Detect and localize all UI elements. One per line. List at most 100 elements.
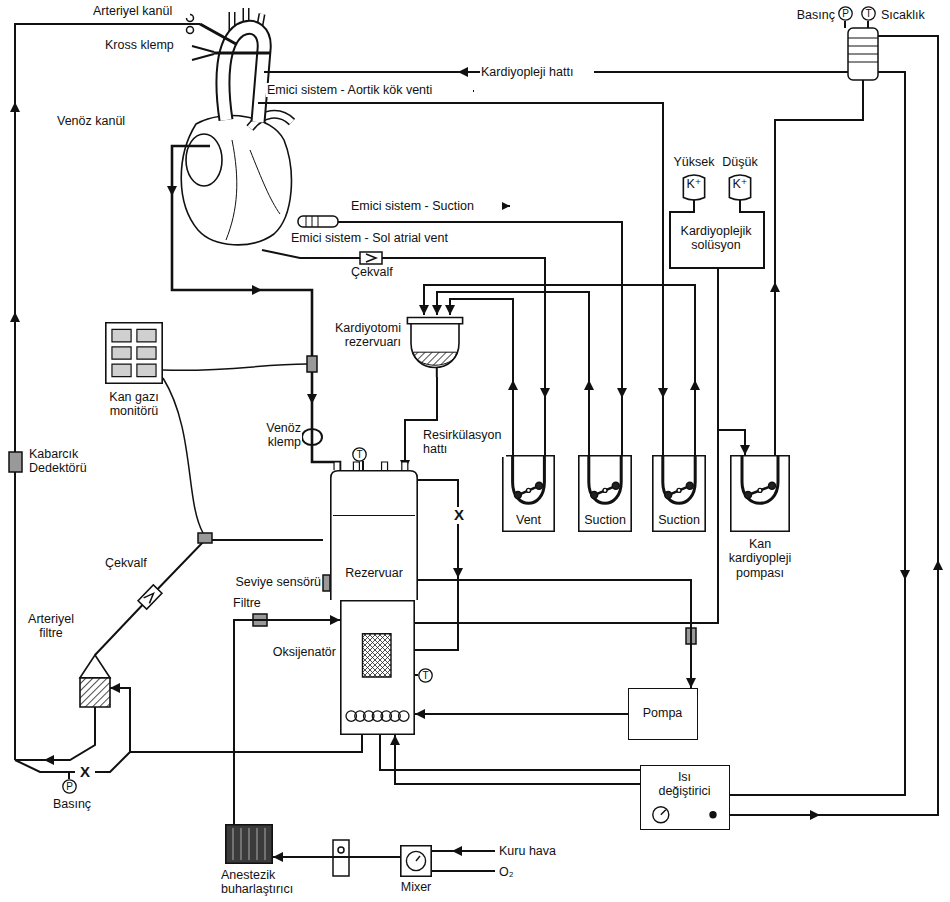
circuit-part [163,378,203,533]
monitor-stroke [112,329,131,341]
circuit-part [544,380,546,398]
callout-label: Resirkülasyon hattı [422,428,506,457]
pump-stroke [653,456,705,531]
circuit-part [323,575,330,591]
part-name: Düşük [712,155,768,169]
part-name: K⁺ [726,177,754,191]
part-name: Yüksek [666,155,722,169]
filter-stroke [80,678,110,707]
circuit-part [9,452,22,472]
circuit-part [458,71,476,73]
circuit-part [226,140,280,240]
res-stroke [331,471,417,600]
monitor-stroke [112,364,131,376]
circuit-part [144,591,157,604]
circuit-part [937,560,939,580]
res-shape [330,470,418,600]
callout-label: Emici sistem - Aortik kök venti [266,83,473,97]
pump-shape [730,455,790,532]
vessel-stroke [411,324,459,368]
circuit-part [306,216,318,227]
circuit-part [338,847,344,853]
tubing [15,21,938,871]
part-name: K⁺ [680,177,708,191]
circuit-part [730,72,905,795]
oxy-stroke [363,634,392,677]
circuit-part [198,533,212,543]
circuit-part [15,720,95,760]
res-stroke [353,462,359,470]
circuit-part [44,759,60,761]
gauge-circle: T [418,668,433,683]
pump-circle [527,488,531,492]
pump-stroke [663,455,695,503]
circuit-part [200,24,236,44]
tube-connector [395,735,640,784]
bag-stroke [693,200,695,202]
pump-circle [536,482,543,489]
pump-stroke [731,456,789,531]
vap-stroke [233,828,234,860]
roller-pump: Suction [578,455,632,532]
arterial-filter: Arteriyel filtre [80,655,110,720]
res-stroke [334,462,340,470]
circuit-part [307,356,317,372]
pump-stroke [589,455,621,503]
res-stroke [333,515,415,516]
part-name: Vent [502,513,555,527]
cardiotomy-reservoir: Kardiyotomi rezervuarı [405,315,465,377]
part-name: Arteriyel filtre [24,612,78,641]
part-name: Rezervuar [330,566,418,580]
circuit-part [258,103,663,455]
circle-circle [63,780,76,793]
monitor-stroke [137,329,156,341]
callout-label: Sıcaklık [880,8,944,22]
venous-reservoir: Rezervuar [330,470,418,600]
oxy-circle [399,711,410,722]
pump-stroke [513,455,545,503]
gauge-letter: T [861,6,876,21]
part-name: Suction [652,513,706,527]
heat-circle [653,807,669,823]
circuit-part [457,560,459,578]
circuit-part [452,850,470,852]
heat-circle [710,812,716,818]
tube-connector [418,580,691,688]
solution-bag: YüksekK⁺ [680,172,708,202]
oxygenator: Oksijenatör [340,600,415,735]
circle-circle [862,7,875,20]
roller-pump: Kan kardiyopleji pompası [730,455,790,532]
callout-label: Basınç [46,797,98,811]
monitor-stroke [106,323,162,383]
roller-pump: Suction [652,455,706,532]
pump-circle [686,482,693,489]
vaporizer: Anestezik buharlaştırıcı [225,824,273,864]
part-name: Kardiyotomi rezervuarı [319,321,401,350]
circuit-part [774,282,776,300]
circle-circle [353,448,366,461]
vap-stroke [265,828,266,860]
roller-pump: Vent [502,455,555,532]
vessel-stroke [413,352,456,365]
gas-mixer: Mixer [400,845,432,877]
vessel-stroke [407,317,462,323]
mixer-stroke [401,846,431,876]
filter-stroke [94,707,96,720]
res-stroke [382,462,388,470]
gauge-circle: T [861,6,876,21]
circuit-part [363,21,868,675]
circuit-part [14,102,16,120]
cross-mark: X [75,764,95,781]
circuit-part [262,250,545,455]
circuit-part [730,36,938,815]
monitor-shape [105,322,163,384]
circle-circle [419,669,432,682]
pump-circle [665,492,672,499]
circuit-part [138,585,162,609]
mixer-shape [400,845,432,877]
oxy-shape [340,600,415,735]
vessel-shape [405,315,465,377]
part-name: Anestezik buharlaştırıcı [221,868,321,897]
